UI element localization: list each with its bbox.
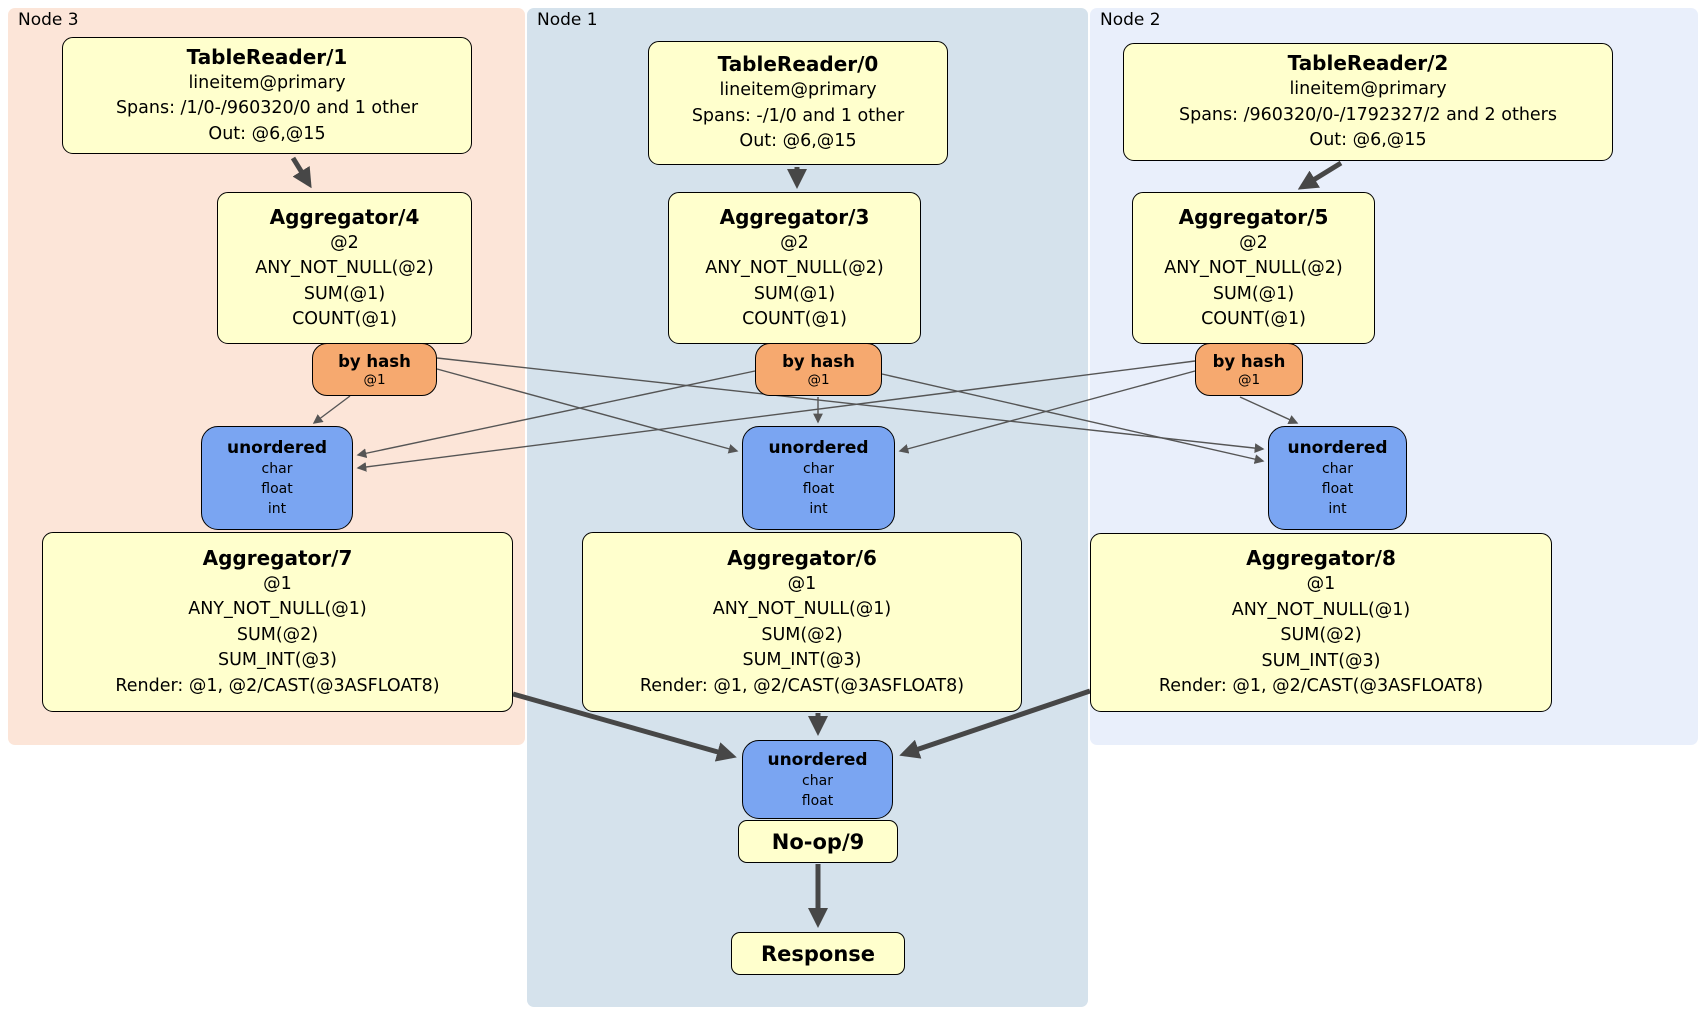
- unordered-sync-node3: unordered char float int: [201, 426, 353, 530]
- sync-type: char: [261, 461, 293, 477]
- processor-detail: Out: @6,@15: [208, 123, 326, 144]
- node-3-label: Node 3: [18, 10, 79, 30]
- processor-detail: @2: [780, 232, 809, 253]
- processor-title: TableReader/2: [1287, 51, 1449, 76]
- processor-title: TableReader/1: [186, 44, 348, 69]
- processor-title: Aggregator/5: [1178, 204, 1329, 229]
- sync-type: char: [1322, 461, 1353, 477]
- processor-title: Aggregator/6: [727, 545, 877, 570]
- aggregator-7-box: Aggregator/7 @1 ANY_NOT_NULL(@1) SUM(@2)…: [42, 532, 513, 712]
- router-title: by hash: [782, 351, 855, 371]
- router-title: by hash: [338, 351, 411, 371]
- processor-detail: SUM(@1): [753, 283, 836, 304]
- router-detail: @1: [363, 371, 386, 388]
- noop-9-box: No-op/9: [738, 820, 898, 863]
- processor-title: Aggregator/8: [1246, 546, 1396, 571]
- processor-title: Aggregator/4: [269, 204, 420, 229]
- sync-title: unordered: [1287, 438, 1388, 458]
- sync-type: int: [267, 501, 287, 517]
- processor-detail: ANY_NOT_NULL(@1): [1231, 599, 1411, 620]
- sync-type: float: [261, 481, 293, 497]
- processor-detail: ANY_NOT_NULL(@1): [712, 599, 892, 620]
- sync-type: char: [803, 461, 834, 477]
- sync-title: unordered: [768, 438, 869, 458]
- processor-detail: Spans: -/1/0 and 1 other: [691, 105, 905, 126]
- processor-detail: @1: [1306, 574, 1336, 595]
- processor-title: TableReader/0: [717, 52, 879, 77]
- processor-detail: Spans: /960320/0-/1792327/2 and 2 others: [1178, 104, 1557, 125]
- sync-type: float: [802, 481, 835, 497]
- processor-title: No-op/9: [771, 829, 865, 854]
- aggregator-5-box: Aggregator/5 @2 ANY_NOT_NULL(@2) SUM(@1)…: [1132, 192, 1375, 344]
- sync-type: int: [1328, 501, 1347, 517]
- aggregator-4-box: Aggregator/4 @2 ANY_NOT_NULL(@2) SUM(@1)…: [217, 192, 472, 344]
- aggregator-6-box: Aggregator/6 @1 ANY_NOT_NULL(@1) SUM(@2)…: [582, 532, 1022, 712]
- tablereader-2-box: TableReader/2 lineitem@primary Spans: /9…: [1123, 43, 1613, 161]
- hash-router-node1: by hash @1: [755, 343, 882, 396]
- response-box: Response: [731, 932, 905, 975]
- router-detail: @1: [807, 371, 830, 388]
- sync-type: char: [802, 772, 833, 789]
- processor-detail: ANY_NOT_NULL(@1): [188, 599, 367, 620]
- processor-detail: SUM(@2): [236, 624, 319, 645]
- sync-type: float: [1321, 481, 1354, 497]
- processor-detail: @2: [330, 232, 359, 253]
- processor-detail: @1: [263, 573, 292, 594]
- unordered-sync-node1: unordered char float int: [742, 426, 895, 530]
- tablereader-0-box: TableReader/0 lineitem@primary Spans: -/…: [648, 41, 948, 165]
- sync-title: unordered: [767, 749, 868, 770]
- processor-detail: Render: @1, @2/CAST(@3ASFLOAT8): [1158, 676, 1484, 697]
- sync-type: float: [801, 792, 834, 809]
- processor-detail: ANY_NOT_NULL(@2): [705, 258, 884, 278]
- processor-detail: lineitem@primary: [1289, 79, 1447, 100]
- sync-title: unordered: [226, 438, 328, 458]
- processor-title: Aggregator/3: [719, 204, 870, 229]
- processor-detail: Spans: /1/0-/960320/0 and 1 other: [115, 98, 419, 119]
- hash-router-node3: by hash @1: [312, 343, 437, 396]
- processor-detail: @2: [1239, 232, 1268, 253]
- processor-detail: SUM_INT(@3): [218, 650, 337, 671]
- processor-detail: COUNT(@1): [1201, 309, 1306, 329]
- processor-detail: ANY_NOT_NULL(@2): [1164, 258, 1343, 278]
- node-1-label: Node 1: [537, 10, 598, 30]
- processor-detail: SUM(@2): [761, 624, 843, 645]
- processor-title: Aggregator/7: [202, 545, 353, 570]
- processor-detail: ANY_NOT_NULL(@2): [255, 258, 434, 278]
- processor-detail: Render: @1, @2/CAST(@3ASFLOAT8): [115, 675, 440, 696]
- processor-detail: SUM(@1): [1212, 283, 1295, 304]
- router-detail: @1: [1237, 371, 1261, 388]
- node-2-label: Node 2: [1100, 10, 1161, 30]
- processor-detail: COUNT(@1): [742, 309, 847, 329]
- unordered-sync-node2: unordered char float int: [1268, 426, 1407, 530]
- processor-detail: COUNT(@1): [292, 309, 397, 329]
- processor-detail: lineitem@primary: [188, 72, 346, 93]
- processor-detail: Out: @6,@15: [1309, 130, 1427, 151]
- sync-type: int: [809, 501, 828, 517]
- processor-detail: lineitem@primary: [719, 80, 877, 101]
- processor-detail: SUM_INT(@3): [742, 650, 862, 671]
- processor-title: Response: [760, 941, 876, 966]
- aggregator-8-box: Aggregator/8 @1 ANY_NOT_NULL(@1) SUM(@2)…: [1090, 533, 1552, 712]
- processor-detail: SUM(@1): [303, 283, 386, 304]
- processor-detail: @1: [787, 573, 817, 594]
- aggregator-3-box: Aggregator/3 @2 ANY_NOT_NULL(@2) SUM(@1)…: [668, 192, 921, 344]
- hash-router-node2: by hash @1: [1195, 343, 1303, 396]
- tablereader-1-box: TableReader/1 lineitem@primary Spans: /1…: [62, 37, 472, 154]
- processor-detail: Render: @1, @2/CAST(@3ASFLOAT8): [639, 675, 965, 696]
- router-title: by hash: [1212, 351, 1286, 371]
- processor-detail: SUM(@2): [1280, 625, 1362, 646]
- processor-detail: Out: @6,@15: [739, 131, 857, 152]
- processor-detail: SUM_INT(@3): [1261, 650, 1381, 671]
- final-unordered-sync: unordered char float: [742, 740, 893, 819]
